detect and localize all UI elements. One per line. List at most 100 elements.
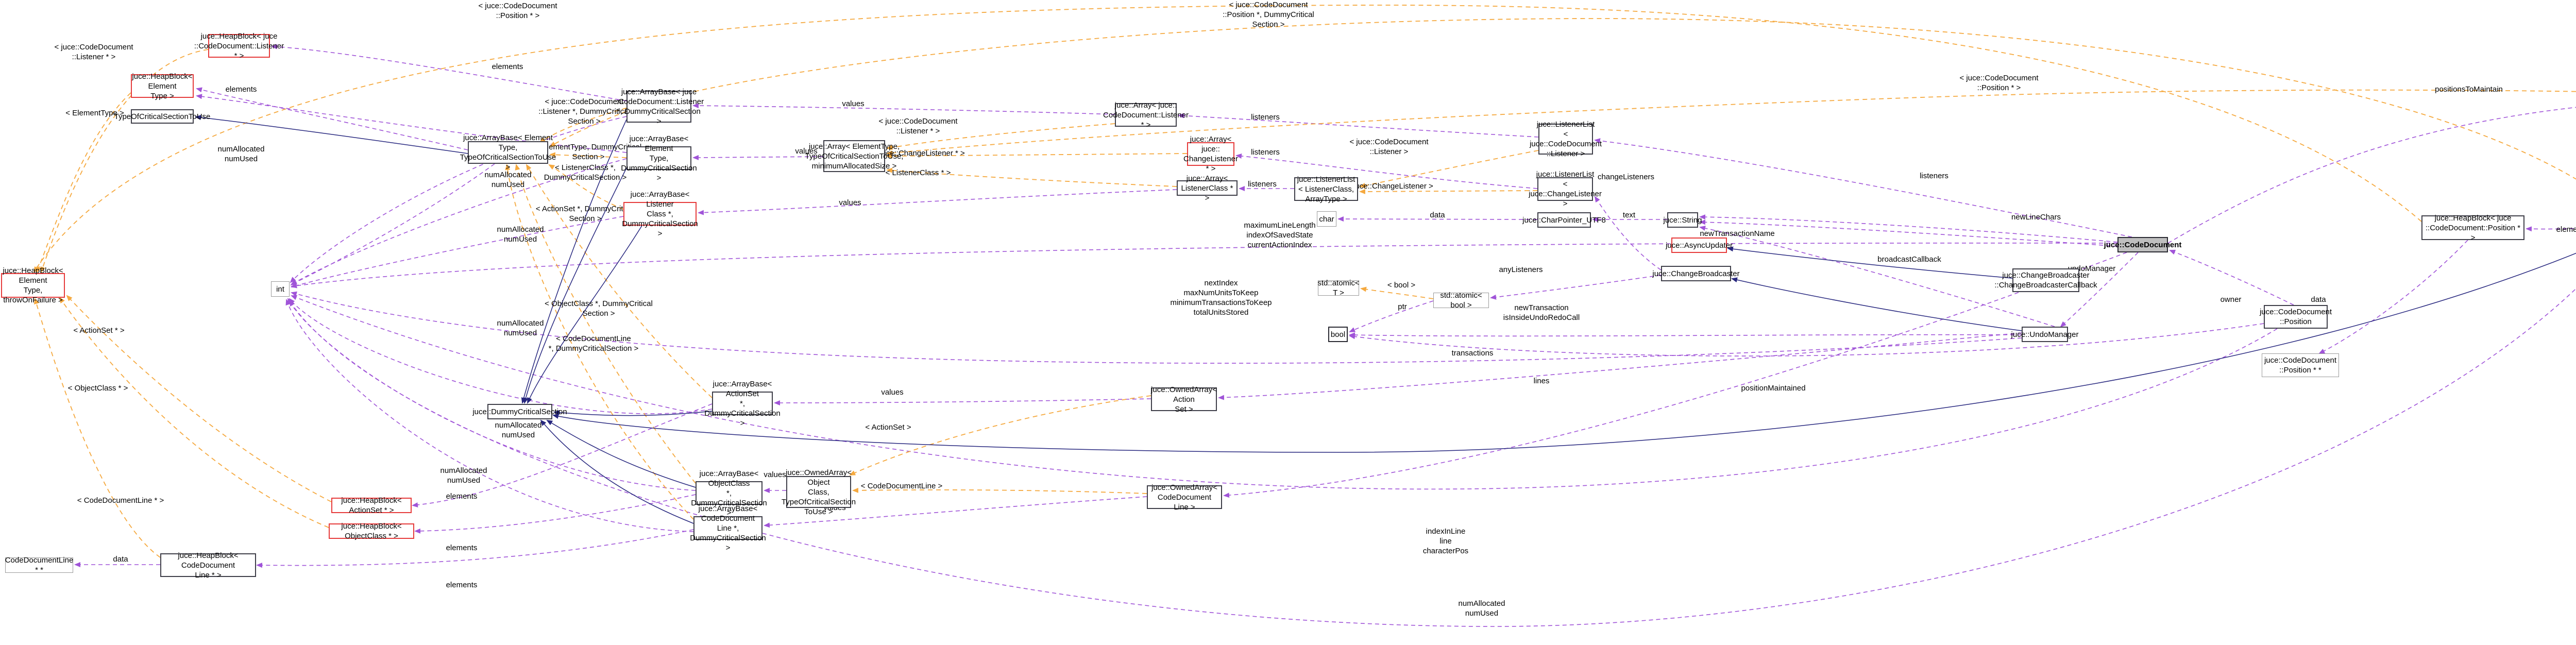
node-changebroadcastercallback[interactable]: juce::ChangeBroadcaster ::ChangeBroadcas… <box>1994 268 2097 292</box>
node-arraybase-codedocument-listener-dummycriticalsection[interactable]: juce::ArrayBase< juce ::CodeDocument::Li… <box>614 88 704 126</box>
edge-label: listeners <box>1251 113 1280 122</box>
node-listenerlist-template[interactable]: juce::ListenerList < ListenerClass, Arra… <box>1294 175 1358 203</box>
node-codedocument-position[interactable]: juce::CodeDocument ::Position <box>2260 305 2332 329</box>
node-asyncupdater[interactable]: juce::AsyncUpdater <box>1666 237 1733 253</box>
node-changebroadcaster[interactable]: juce::ChangeBroadcaster <box>1652 266 1740 281</box>
node-undomanager[interactable]: juce::UndoManager <box>2011 327 2078 342</box>
edge-label: listeners <box>1248 180 1277 189</box>
node-heapblock-actionset-ptr[interactable]: juce::HeapBlock< ActionSet * > <box>331 496 412 515</box>
edge-label: < CodeDocumentLine > <box>860 482 943 490</box>
node-heapblock-codedocument-position-ptr[interactable]: juce::HeapBlock< juce ::CodeDocument::Po… <box>2421 214 2524 242</box>
node-arraybase-elementtype-dummycriticalsection[interactable]: juce::ArrayBase< Element Type, DummyCrit… <box>621 134 697 182</box>
edge-label: data <box>113 555 128 564</box>
edge-label: indexInLine line characterPos <box>1422 527 1469 555</box>
edge-label: < CodeDocumentLine *, DummyCriticalSecti… <box>548 334 639 353</box>
edge-label: < juce::CodeDocument ::Listener * > <box>54 43 133 61</box>
edge-label: numAllocated numUsed <box>495 421 542 439</box>
edge-label: text <box>1622 211 1636 219</box>
node-bool[interactable]: bool <box>1328 327 1348 342</box>
edge-label: < bool > <box>1387 281 1416 290</box>
node-std-atomic-t[interactable]: std::atomic< T > <box>1317 279 1360 297</box>
edge-label: < juce::CodeDocument ::Listener *, Dummy… <box>538 97 630 126</box>
edge-label: listeners <box>1920 172 1948 180</box>
node-arraybase-elementtype-typeofcriticalsectiontouse[interactable]: juce::ArrayBase< Element Type, TypeOfCri… <box>460 133 556 172</box>
edge-label: numAllocated numUsed <box>497 225 544 244</box>
edge-label: < ActionSet * > <box>73 326 125 335</box>
edge-label: numAllocated numUsed <box>440 466 487 485</box>
node-listenerlist-changelistener[interactable]: juce::ListenerList < juce::ChangeListene… <box>1529 170 1602 208</box>
edge-label: < juce::CodeDocument ::Listener * > <box>878 117 958 135</box>
node-array-codedocument-listener-ptr[interactable]: juce::Array< juce:: CodeDocument::Listen… <box>1103 100 1189 129</box>
node-dummycriticalsection[interactable]: juce::DummyCriticalSection <box>472 404 567 419</box>
edge-label: anyListeners <box>1499 265 1543 274</box>
edge-label: < ObjectClass * > <box>67 384 128 393</box>
edge-label: values <box>795 147 818 156</box>
node-std-atomic-bool[interactable]: std::atomic< bool > <box>1433 291 1489 310</box>
node-arraybase-objectclass-dummycriticalsection[interactable]: juce::ArrayBase< ObjectClass *, DummyCri… <box>691 469 767 517</box>
edge-label: changeListeners <box>1597 173 1655 181</box>
edge-label: ptr <box>1398 302 1407 311</box>
edge-label: < juce::CodeDocument ::Position * > <box>478 2 557 20</box>
edge-label: < ActionSet *, DummyCritical Section > <box>535 205 635 223</box>
edge-label: elements <box>446 492 478 501</box>
node-arraybase-codedocumentline-dummycriticalsection[interactable]: juce::ArrayBase< CodeDocument Line *, Du… <box>690 504 766 552</box>
edge-label: numAllocated numUsed <box>217 145 265 163</box>
inheritance-edges <box>195 115 2576 524</box>
node-arraybase-listenerclass-dummycriticalsection[interactable]: juce::ArrayBase< Listener Class *, Dummy… <box>622 190 698 238</box>
edge-label: nextIndex maxNumUnitsToKeep minimumTrans… <box>1170 279 1272 317</box>
edge-label: owner <box>2220 295 2242 304</box>
edge-label: broadcastCallback <box>1877 255 1941 264</box>
edge-label: lines <box>1533 377 1550 385</box>
edge-label: < ListenerClass *, DummyCriticalSection … <box>544 163 627 182</box>
edge-label: maximumLineLength indexOfSavedState curr… <box>1244 221 1316 249</box>
edge-label: newTransaction isInsideUndoRedoCall <box>1503 303 1580 322</box>
edge-label: transactions <box>1451 349 1494 358</box>
node-string[interactable]: juce::String <box>1663 212 1702 228</box>
node-heapblock-objectclass-ptr[interactable]: juce::HeapBlock< ObjectClass * > <box>329 522 414 540</box>
node-ownedarray-template[interactable]: juce::OwnedArray< Object Class, TypeOfCr… <box>781 468 856 516</box>
node-charpointer-utf8[interactable]: juce::CharPointer_UTF8 <box>1522 212 1606 228</box>
edge-label: < juce::CodeDocument ::Position * > <box>1959 74 2039 92</box>
node-array-listenerclass-ptr[interactable]: juce::Array< ListenerClass * > <box>1177 174 1238 202</box>
node-arraybase-actionset-dummycriticalsection[interactable]: juce::ArrayBase< ActionSet *, DummyCriti… <box>704 379 781 428</box>
node-ownedarray-actionset[interactable]: juce::OwnedArray< Action Set > <box>1151 385 1217 414</box>
edge-label: positionsToMaintain <box>2435 85 2503 94</box>
node-heapblock-codedocument-listener-ptr[interactable]: juce::HeapBlock< juce ::CodeDocument::Li… <box>194 31 284 60</box>
edge-label: elements <box>492 62 523 71</box>
node-int[interactable]: int <box>271 281 290 297</box>
edge-label: numAllocated numUsed <box>497 319 544 337</box>
edge-label: listeners <box>1251 148 1280 157</box>
node-typeofcriticalsectiontouse[interactable]: TypeOfCriticalSectionToUse <box>114 109 210 124</box>
template-edges <box>33 5 2576 558</box>
node-codedocumentline-ptr-ptr[interactable]: CodeDocumentLine * * <box>5 556 74 574</box>
node-codedocument[interactable]: juce::CodeDocument <box>2104 237 2181 252</box>
edge-label: data <box>1430 211 1445 219</box>
node-heapblock-elementtype-throwonfailure[interactable]: juce::HeapBlock< Element Type, throwOnFa… <box>1 266 65 304</box>
node-char[interactable]: char <box>1317 211 1336 227</box>
edge-label: data <box>2311 295 2326 304</box>
edge-label: < juce::CodeDocument ::Listener > <box>1349 138 1429 156</box>
edge-label: < ObjectClass *, DummyCritical Section > <box>545 299 653 318</box>
edge-label: positionMaintained <box>1741 384 1806 393</box>
node-array-elementtype-template[interactable]: juce::Array< ElementType, TypeOfCritical… <box>805 140 903 172</box>
node-codedocument-position-ptr-ptr[interactable]: juce::CodeDocument ::Position * * <box>2262 353 2339 377</box>
node-heapblock-codedocumentline-ptr[interactable]: juce::HeapBlock< CodeDocument Line * > <box>160 551 256 580</box>
edge-label: undoManager <box>2067 264 2116 273</box>
edge-label: < juce::CodeDocument ::Position *, Dummy… <box>1223 1 1314 29</box>
edge-label: values <box>842 99 865 108</box>
node-ownedarray-codedocumentline[interactable]: juce::OwnedArray< CodeDocument Line > <box>1147 483 1222 512</box>
edge-label: elements <box>225 85 257 94</box>
edge-label: elements <box>446 581 478 589</box>
node-heapblock-elementtype[interactable]: juce::HeapBlock< Element Type > <box>131 72 194 100</box>
node-array-changelistener-ptr[interactable]: juce::Array< juce:: ChangeListener * > <box>1183 135 1238 173</box>
member-edges <box>74 44 2576 627</box>
edge-label: numAllocated numUsed <box>1458 599 1505 618</box>
edge-label: elements <box>446 544 478 552</box>
edge-label: values <box>881 388 904 397</box>
node-listenerlist-codedocument-listener[interactable]: juce::ListenerList < juce::CodeDocument … <box>1529 120 1602 158</box>
edge-label: newLineChars <box>2011 213 2061 222</box>
edge-label: < juce::ChangeListener > <box>1347 182 1433 191</box>
edge-label: newTransactionName <box>1700 229 1775 238</box>
